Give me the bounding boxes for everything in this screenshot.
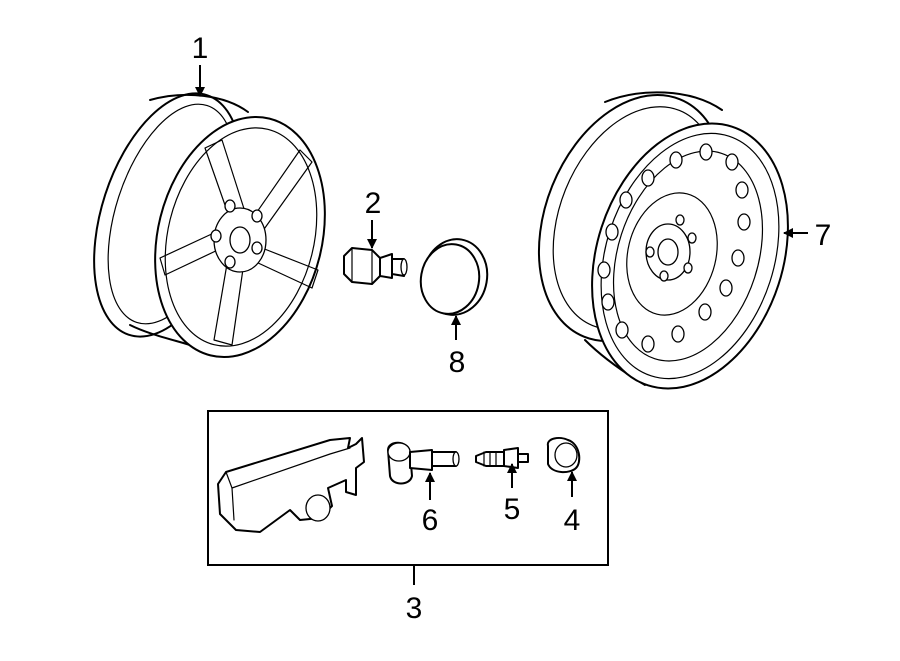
valve-stem xyxy=(387,441,460,485)
valve-core xyxy=(475,447,529,469)
lug-nut xyxy=(343,247,408,285)
callout-3: 3 xyxy=(406,592,423,625)
center-cap xyxy=(419,238,489,316)
steel-spare-wheel xyxy=(537,91,789,390)
callout-8: 8 xyxy=(449,346,466,379)
valve-cap xyxy=(546,437,581,474)
callout-5: 5 xyxy=(504,493,521,526)
callout-7: 7 xyxy=(815,219,832,252)
callout-4: 4 xyxy=(564,504,581,537)
callout-1: 1 xyxy=(192,32,209,65)
callout-2: 2 xyxy=(365,187,382,220)
callout-6: 6 xyxy=(422,504,439,537)
leader-lines xyxy=(195,65,808,585)
tpms-sensor xyxy=(217,437,365,533)
tpms-kit-box xyxy=(207,410,609,566)
alloy-wheel xyxy=(93,92,326,359)
